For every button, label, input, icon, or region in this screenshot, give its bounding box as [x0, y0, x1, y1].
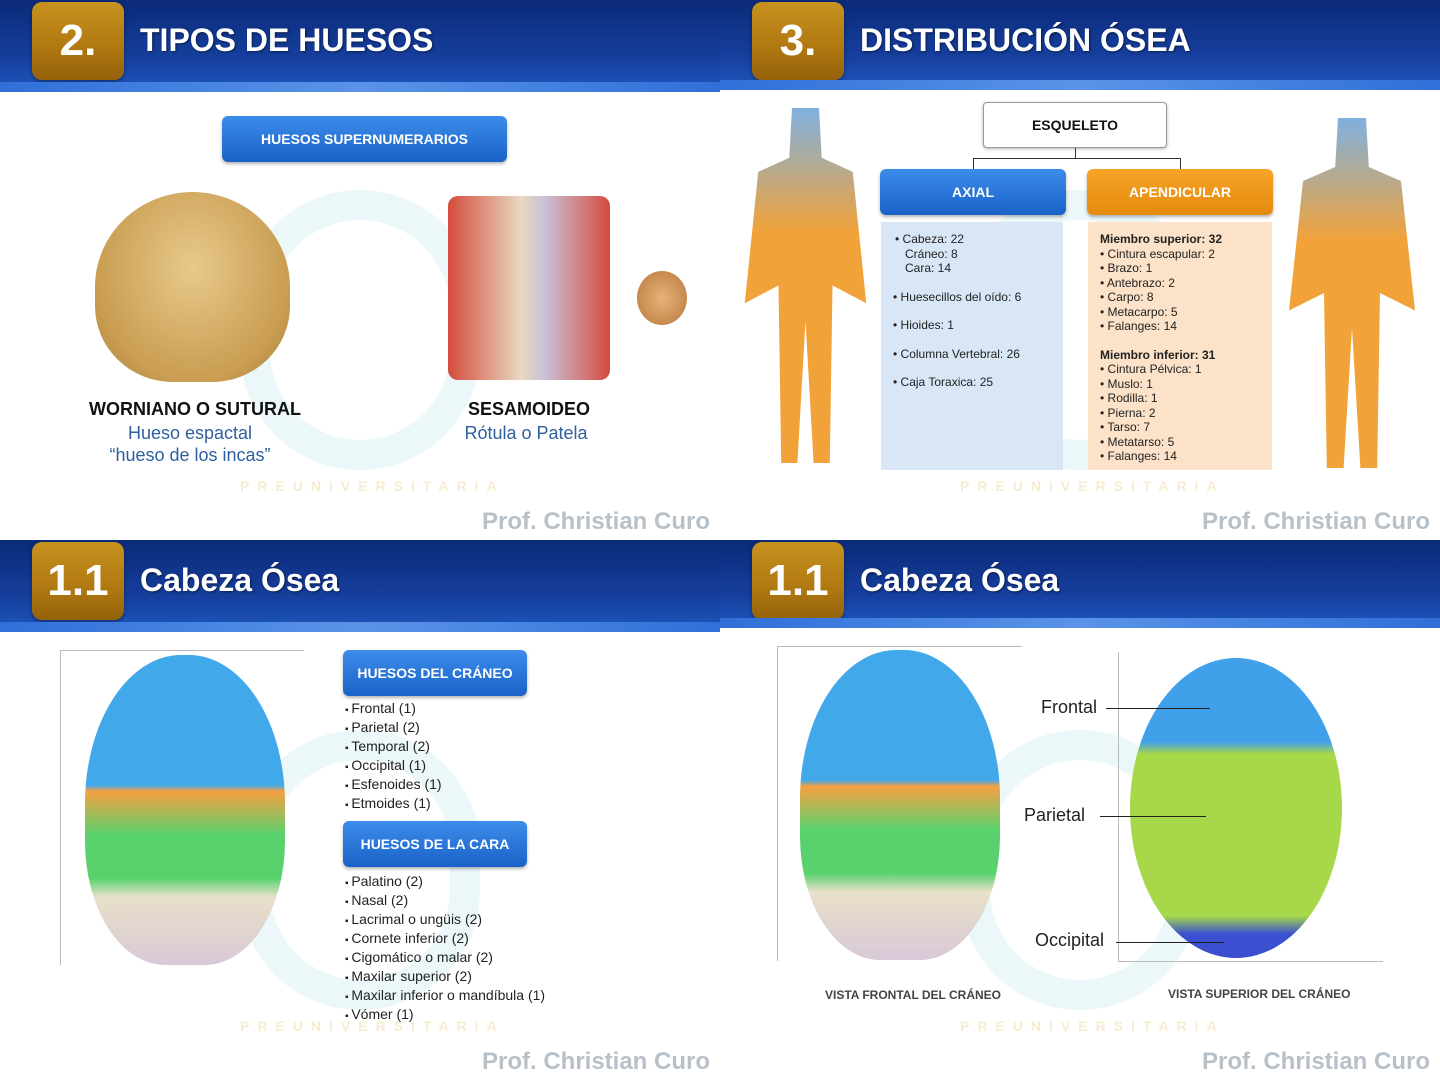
- axial-item: Columna Vertebral: 26: [900, 346, 1020, 361]
- slide-cabeza-osea-list: 1.1 Cabeza Ósea HUESOS DEL CRÁNEO Fronta…: [0, 540, 720, 1080]
- list-item: Falanges: 14: [1100, 319, 1260, 334]
- skeleton-back-image: [1289, 118, 1415, 468]
- author-label: Prof. Christian Curo: [1201, 1048, 1430, 1075]
- slide-title: Cabeza Ósea: [860, 562, 1060, 598]
- slide-header: 1.1 Cabeza Ósea: [0, 540, 720, 632]
- list-item: Cornete inferior (2): [345, 930, 545, 949]
- list-item: Occipital (1): [345, 757, 442, 776]
- occipital-pointer: [1116, 942, 1224, 943]
- list-item: Lacrimal o ungüis (2): [345, 911, 545, 930]
- axial-item: Cabeza: 22: [902, 232, 964, 246]
- watermark-text: PREUNIVERSITARIA: [960, 478, 1225, 494]
- huesos-craneo-label: HUESOS DEL CRÁNEO: [343, 650, 527, 696]
- section-number-badge: 1.1: [752, 542, 844, 620]
- slide-header: 2. TIPOS DE HUESOS: [0, 0, 720, 92]
- cara-list: Palatino (2) Nasal (2) Lacrimal o ungüis…: [345, 873, 545, 1025]
- list-item: Frontal (1): [345, 700, 442, 719]
- list-item: Falanges: 14: [1100, 449, 1260, 464]
- apendicular-list-panel: Miembro superior: 32 Cintura escapular: …: [1088, 222, 1272, 470]
- watermark-text: PREUNIVERSITARIA: [240, 478, 505, 494]
- list-item: Parietal (2): [345, 719, 442, 738]
- knee-patella-image: [448, 196, 610, 380]
- list-item: Cintura Pélvica: 1: [1100, 362, 1260, 377]
- worniano-caption: WORNIANO O SUTURAL: [89, 399, 301, 419]
- list-item: Tarso: 7: [1100, 420, 1260, 435]
- skull-frontal-image: [85, 655, 285, 965]
- vista-frontal-caption: VISTA FRONTAL DEL CRÁNEO: [825, 988, 1002, 1002]
- vista-superior-caption: VISTA SUPERIOR DEL CRÁNEO: [1168, 987, 1351, 1001]
- occipital-label: Occipital: [1035, 930, 1105, 950]
- axial-list-panel: • Cabeza: 22 Cráneo: 8 Cara: 14 • Huesec…: [881, 222, 1063, 470]
- list-item: Cigomático o malar (2): [345, 949, 545, 968]
- apendicular-node: APENDICULAR: [1087, 169, 1273, 215]
- tree-connector: [1075, 148, 1076, 158]
- watermark-text: PREUNIVERSITARIA: [960, 1018, 1225, 1034]
- author-label: Prof. Christian Curo: [481, 1048, 710, 1075]
- huesos-cara-label: HUESOS DE LA CARA: [343, 821, 527, 867]
- axial-item: Huesecillos del oído: 6: [900, 289, 1022, 304]
- list-item: Metacarpo: 5: [1100, 305, 1260, 320]
- miembro-superior-title: Miembro superior: 32: [1100, 232, 1223, 246]
- image-frame: [777, 646, 1022, 961]
- list-item: Muslo: 1: [1100, 377, 1260, 392]
- image-frame: [1118, 652, 1383, 962]
- list-item: Antebrazo: 2: [1100, 276, 1260, 291]
- skeleton-front-image: [744, 108, 867, 463]
- list-item: Temporal (2): [345, 738, 442, 757]
- image-frame: [60, 650, 304, 965]
- tree-connector: [973, 158, 1181, 159]
- list-item: Rodilla: 1: [1100, 391, 1260, 406]
- frontal-label: Frontal: [1041, 697, 1098, 717]
- axial-subitem: Cráneo: 8: [905, 246, 958, 261]
- section-number-badge: 2.: [32, 2, 124, 80]
- axial-node: AXIAL: [880, 169, 1066, 215]
- slide-title: DISTRIBUCIÓN ÓSEA: [860, 22, 1191, 58]
- author-label: Prof. Christian Curo: [481, 508, 710, 535]
- skull-superior-image: [1130, 658, 1342, 958]
- patella-bone-image: [637, 271, 687, 325]
- list-item: Pierna: 2: [1100, 406, 1260, 421]
- list-item: Cintura escapular: 2: [1100, 247, 1260, 262]
- frontal-pointer: [1106, 708, 1210, 709]
- list-item: Maxilar inferior o mandíbula (1): [345, 987, 545, 1006]
- slide-title: TIPOS DE HUESOS: [140, 22, 434, 58]
- slide-cabeza-osea-views: 1.1 Cabeza Ósea Frontal Parietal Occipit…: [720, 540, 1440, 1080]
- parietal-label: Parietal: [1024, 805, 1086, 825]
- axial-item: Hioides: 1: [900, 318, 954, 332]
- miembro-inferior-title: Miembro inferior: 31: [1100, 347, 1216, 362]
- esqueleto-node: ESQUELETO: [983, 102, 1167, 148]
- list-item: Nasal (2): [345, 892, 545, 911]
- section-number-badge: 1.1: [32, 542, 124, 620]
- section-number-badge: 3.: [752, 2, 844, 80]
- tree-connector: [1180, 158, 1181, 170]
- worniano-subtitle: Hueso espactal: [127, 423, 253, 443]
- list-item: Etmoides (1): [345, 795, 442, 814]
- watermark-text: PREUNIVERSITARIA: [240, 1018, 505, 1034]
- list-item: Maxilar superior (2): [345, 968, 545, 987]
- worniano-subtitle-2: “hueso de los incas”: [109, 445, 271, 465]
- list-item: Metatarso: 5: [1100, 435, 1260, 450]
- slide-header: 3. DISTRIBUCIÓN ÓSEA: [720, 0, 1440, 90]
- sesamoideo-subtitle: Rótula o Patela: [464, 423, 588, 443]
- list-item: Palatino (2): [345, 873, 545, 892]
- tree-connector: [973, 158, 974, 170]
- huesos-supernumerarios-label: HUESOS SUPERNUMERARIOS: [222, 116, 507, 162]
- axial-item: Caja Toraxica: 25: [900, 375, 994, 389]
- parietal-pointer: [1100, 816, 1206, 817]
- slide-distribucion-osea: 3. DISTRIBUCIÓN ÓSEA ESQUELETO AXIAL APE…: [720, 0, 1440, 540]
- list-item: Vómer (1): [345, 1006, 545, 1025]
- author-label: Prof. Christian Curo: [1201, 508, 1430, 535]
- list-item: Brazo: 1: [1100, 261, 1260, 276]
- slide-header: 1.1 Cabeza Ósea: [720, 540, 1440, 628]
- list-item: Carpo: 8: [1100, 290, 1260, 305]
- worniano-skull-image: [95, 192, 290, 382]
- slide-title: Cabeza Ósea: [140, 562, 340, 598]
- list-item: Esfenoides (1): [345, 776, 441, 795]
- slide-tipos-de-huesos: 2. TIPOS DE HUESOS HUESOS SUPERNUMERARIO…: [0, 0, 720, 540]
- skull-frontal-image: [800, 650, 1000, 960]
- axial-subitem: Cara: 14: [905, 261, 952, 275]
- sesamoideo-caption: SESAMOIDEO: [467, 399, 591, 419]
- craneo-list: Frontal (1) Parietal (2) Temporal (2) Oc…: [345, 700, 442, 814]
